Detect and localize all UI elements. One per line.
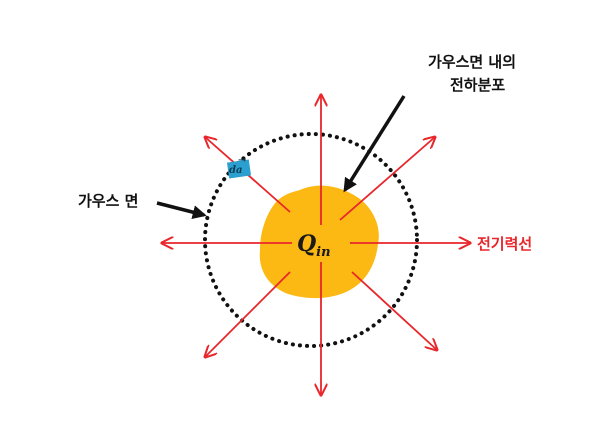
field-lines <box>162 95 470 395</box>
gauss-surface-pointer <box>156 201 207 220</box>
field-line-down-right <box>351 271 437 350</box>
area-vector-hat: → <box>238 155 247 166</box>
field-lines-label: 전기력선 <box>477 235 532 253</box>
area-element-label: da <box>229 165 242 176</box>
field-line-up-right <box>339 137 435 221</box>
gauss-surface <box>203 132 419 348</box>
charge-distribution <box>259 185 379 299</box>
field-line-down-left <box>205 271 291 357</box>
charge-label: Qin <box>297 231 331 260</box>
inner-charge-label-line2: 전하분포 <box>450 76 505 94</box>
inner-charge-label-line1: 가우스면 내의 <box>428 53 516 71</box>
gauss-surface-label: 가우스 면 <box>78 192 138 210</box>
area-element: da → <box>226 155 252 179</box>
inner-charge-pointer <box>343 95 406 193</box>
